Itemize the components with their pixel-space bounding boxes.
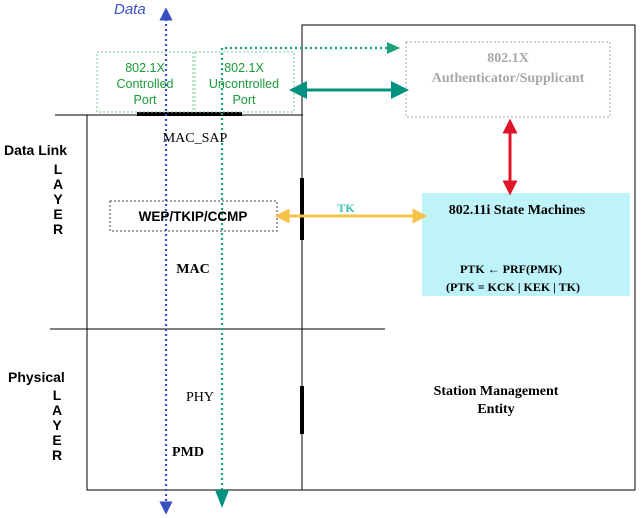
ptk-composition-label: (PTK = KCK | KEK | TK) (446, 280, 580, 294)
cipher-label: WEP/TKIP/CCMP (139, 209, 248, 224)
pmd-label: PMD (172, 445, 204, 460)
authenticator-label-2: Authenticator/Supplicant (432, 71, 585, 86)
data-link-layer-letter-e: E (53, 206, 62, 222)
data-link-layer-letter-a: A (53, 176, 63, 192)
uncontrolled-port-label-3: Port (233, 93, 256, 107)
authenticator-label-1: 802.1X (487, 51, 529, 66)
protocol-stack-outline (86, 115, 303, 491)
data-link-layer-letter-y: Y (53, 191, 63, 207)
authenticator-box (405, 41, 611, 118)
controlled-port-label-3: Port (134, 93, 157, 107)
state-machines-box (422, 193, 630, 296)
ptk-derivation-label: PTK ← PRF(PMK) (460, 262, 562, 276)
physical-layer-letter-a: A (52, 402, 62, 418)
data-link-layer-letter-r: R (53, 221, 63, 237)
physical-layer-letter-r: R (52, 447, 62, 463)
uncontrolled-path-head-right (387, 42, 400, 54)
controlled-port-label-2: Controlled (117, 77, 174, 91)
state-machines-label: 802.11i State Machines (449, 203, 586, 218)
physical-layer-letter-e: E (52, 432, 61, 448)
tk-label: TK (337, 201, 355, 215)
uncontrolled-port-label-1: 802.1X (224, 61, 264, 75)
physical-layer-letter-l: L (53, 387, 62, 403)
sme-label-1: Station Management (434, 384, 559, 399)
uncontrolled-path-head-down (215, 490, 229, 508)
mac-label: MAC (176, 262, 209, 277)
uncontrolled-port-label-2: Uncontrolled (209, 77, 279, 91)
sme-label-2: Entity (477, 402, 514, 417)
uncontrolled-port-path (220, 46, 396, 505)
controlled-port-label-1: 802.1X (125, 61, 165, 75)
physical-label: Physical (8, 369, 65, 385)
data-link-label: Data Link (4, 142, 67, 158)
physical-layer-letter-y: Y (52, 417, 62, 433)
mac-sap-label: MAC_SAP (163, 131, 228, 146)
data-link-layer-letter-l: L (54, 161, 63, 177)
station-management-box (301, 24, 636, 491)
controlled-port-box (96, 51, 194, 113)
phy-label: PHY (186, 390, 214, 405)
data-label: Data (114, 1, 146, 18)
